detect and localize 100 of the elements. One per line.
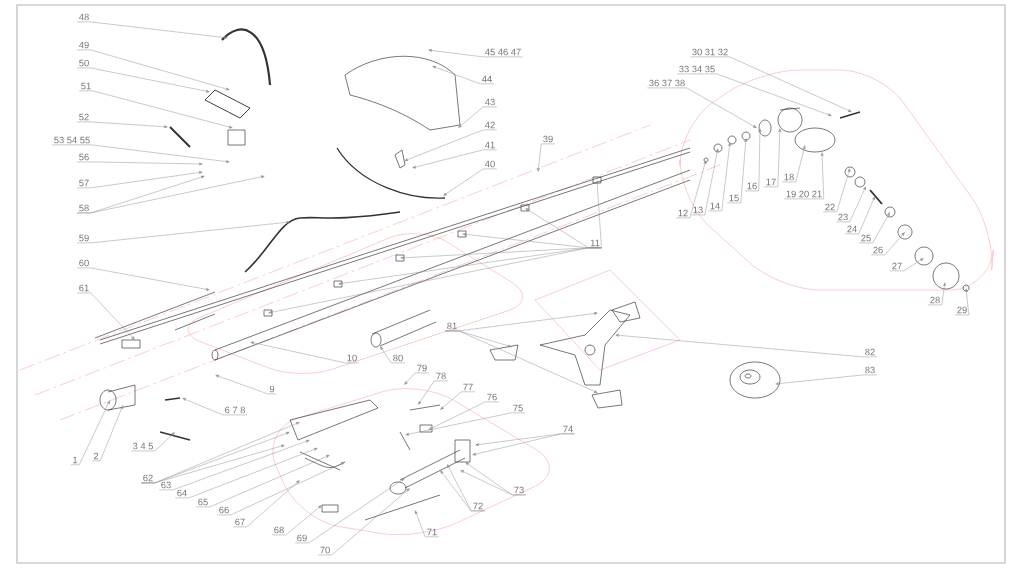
callout-number: 29 <box>957 306 967 314</box>
callout-number: 82 <box>865 348 875 356</box>
callout-number: 15 <box>729 194 739 202</box>
leader-line <box>52 144 230 163</box>
callout-number: 59 <box>79 234 89 242</box>
leader-line <box>859 212 890 244</box>
callout-number: 33 34 35 <box>679 65 715 73</box>
callout-number: 67 <box>235 518 245 526</box>
callout-number: 56 <box>79 153 89 161</box>
callout-number: 83 <box>865 366 875 374</box>
callout-number: 2 <box>93 452 99 460</box>
leader-line <box>76 221 290 244</box>
leader-line <box>537 143 556 172</box>
leader-line <box>784 152 824 200</box>
callout-number: 3 4 5 <box>133 442 153 450</box>
leader-line <box>708 142 731 212</box>
callout-number: 26 <box>873 246 883 254</box>
callout-number: 44 <box>482 75 492 83</box>
leader-line <box>782 145 806 183</box>
callout-number: 73 <box>514 486 524 494</box>
leader-line <box>76 121 168 129</box>
leader-line <box>676 160 707 219</box>
leader-line <box>79 90 233 129</box>
leader-line <box>443 168 498 196</box>
callout-number: 12 <box>678 209 688 217</box>
leader-line <box>232 480 300 528</box>
callout-number: 74 <box>563 425 573 433</box>
leader-line <box>440 391 476 410</box>
leader-line <box>870 232 905 256</box>
callout-number: 1 <box>73 456 78 464</box>
leader-line <box>845 196 875 235</box>
callout-number: 17 <box>766 178 776 186</box>
leader-line <box>432 66 495 85</box>
leader-line <box>460 470 527 496</box>
leader-line <box>412 149 498 169</box>
leader-line <box>294 478 405 544</box>
leader-line <box>268 247 602 314</box>
leader-line <box>76 267 210 291</box>
callout-number: 24 <box>847 225 857 233</box>
leader-line <box>764 128 782 188</box>
leader-line <box>70 400 110 466</box>
leader-line <box>250 341 360 364</box>
callout-number: 23 <box>838 213 848 221</box>
callout-number: 66 <box>219 506 229 514</box>
callout-number: 48 <box>79 13 89 21</box>
callout-number: 68 <box>274 526 284 534</box>
callout-number: 62 <box>143 474 153 482</box>
leader-line <box>76 171 203 189</box>
callout-number: 49 <box>79 41 89 49</box>
callout-number: 11 <box>590 239 600 247</box>
leader-line <box>744 128 762 192</box>
leader-line <box>196 455 330 508</box>
leader-line <box>447 464 486 512</box>
leader-line <box>182 398 248 416</box>
leader-line <box>445 330 598 393</box>
callout-number: 64 <box>177 489 187 497</box>
leader-line <box>158 440 310 491</box>
callout-number: 75 <box>513 404 523 412</box>
callout-number: 65 <box>198 498 208 506</box>
callout-number: 45 46 47 <box>485 48 521 56</box>
leader-line <box>955 288 970 316</box>
callout-number: 30 31 32 <box>692 48 728 56</box>
leader-line <box>130 432 175 452</box>
callout-number: 50 <box>79 59 89 67</box>
callout-number: 63 <box>161 481 171 489</box>
leader-line <box>677 73 832 116</box>
leader-line <box>76 67 210 93</box>
callout-number: 76 <box>487 393 497 401</box>
callout-number: 52 <box>79 113 89 121</box>
callout-number: 18 <box>784 173 794 181</box>
callout-number: 42 <box>485 121 495 129</box>
callout-number: 13 <box>693 206 703 214</box>
leader-line <box>76 21 228 39</box>
leader-line <box>215 375 277 395</box>
leader-line <box>823 168 851 213</box>
callout-number: 69 <box>297 534 307 542</box>
leader-line <box>380 346 406 364</box>
leader-line <box>405 412 526 436</box>
callout-number: 25 <box>861 234 871 242</box>
leader-line <box>175 448 318 499</box>
callout-number: 16 <box>747 182 757 190</box>
callout-number: 10 <box>347 354 357 362</box>
callout-number: 28 <box>930 296 940 304</box>
callout-number: 9 <box>269 385 275 393</box>
callout-number: 36 37 38 <box>649 79 685 87</box>
leader-line <box>272 505 322 536</box>
callout-number: 43 <box>485 98 495 106</box>
callout-number: 81 <box>447 322 457 330</box>
callout-number: 39 <box>543 135 553 143</box>
leader-line <box>318 488 410 556</box>
leader-line <box>458 106 498 128</box>
leader-line <box>726 138 748 204</box>
leader-line <box>76 49 230 91</box>
callout-number: 79 <box>417 364 427 372</box>
leader-line <box>647 87 757 128</box>
callout-number: 80 <box>393 354 403 362</box>
leader-line <box>76 292 135 340</box>
callout-number: 14 <box>710 202 720 210</box>
callout-number: 19 20 21 <box>786 190 822 198</box>
callout-number: 61 <box>79 284 89 292</box>
